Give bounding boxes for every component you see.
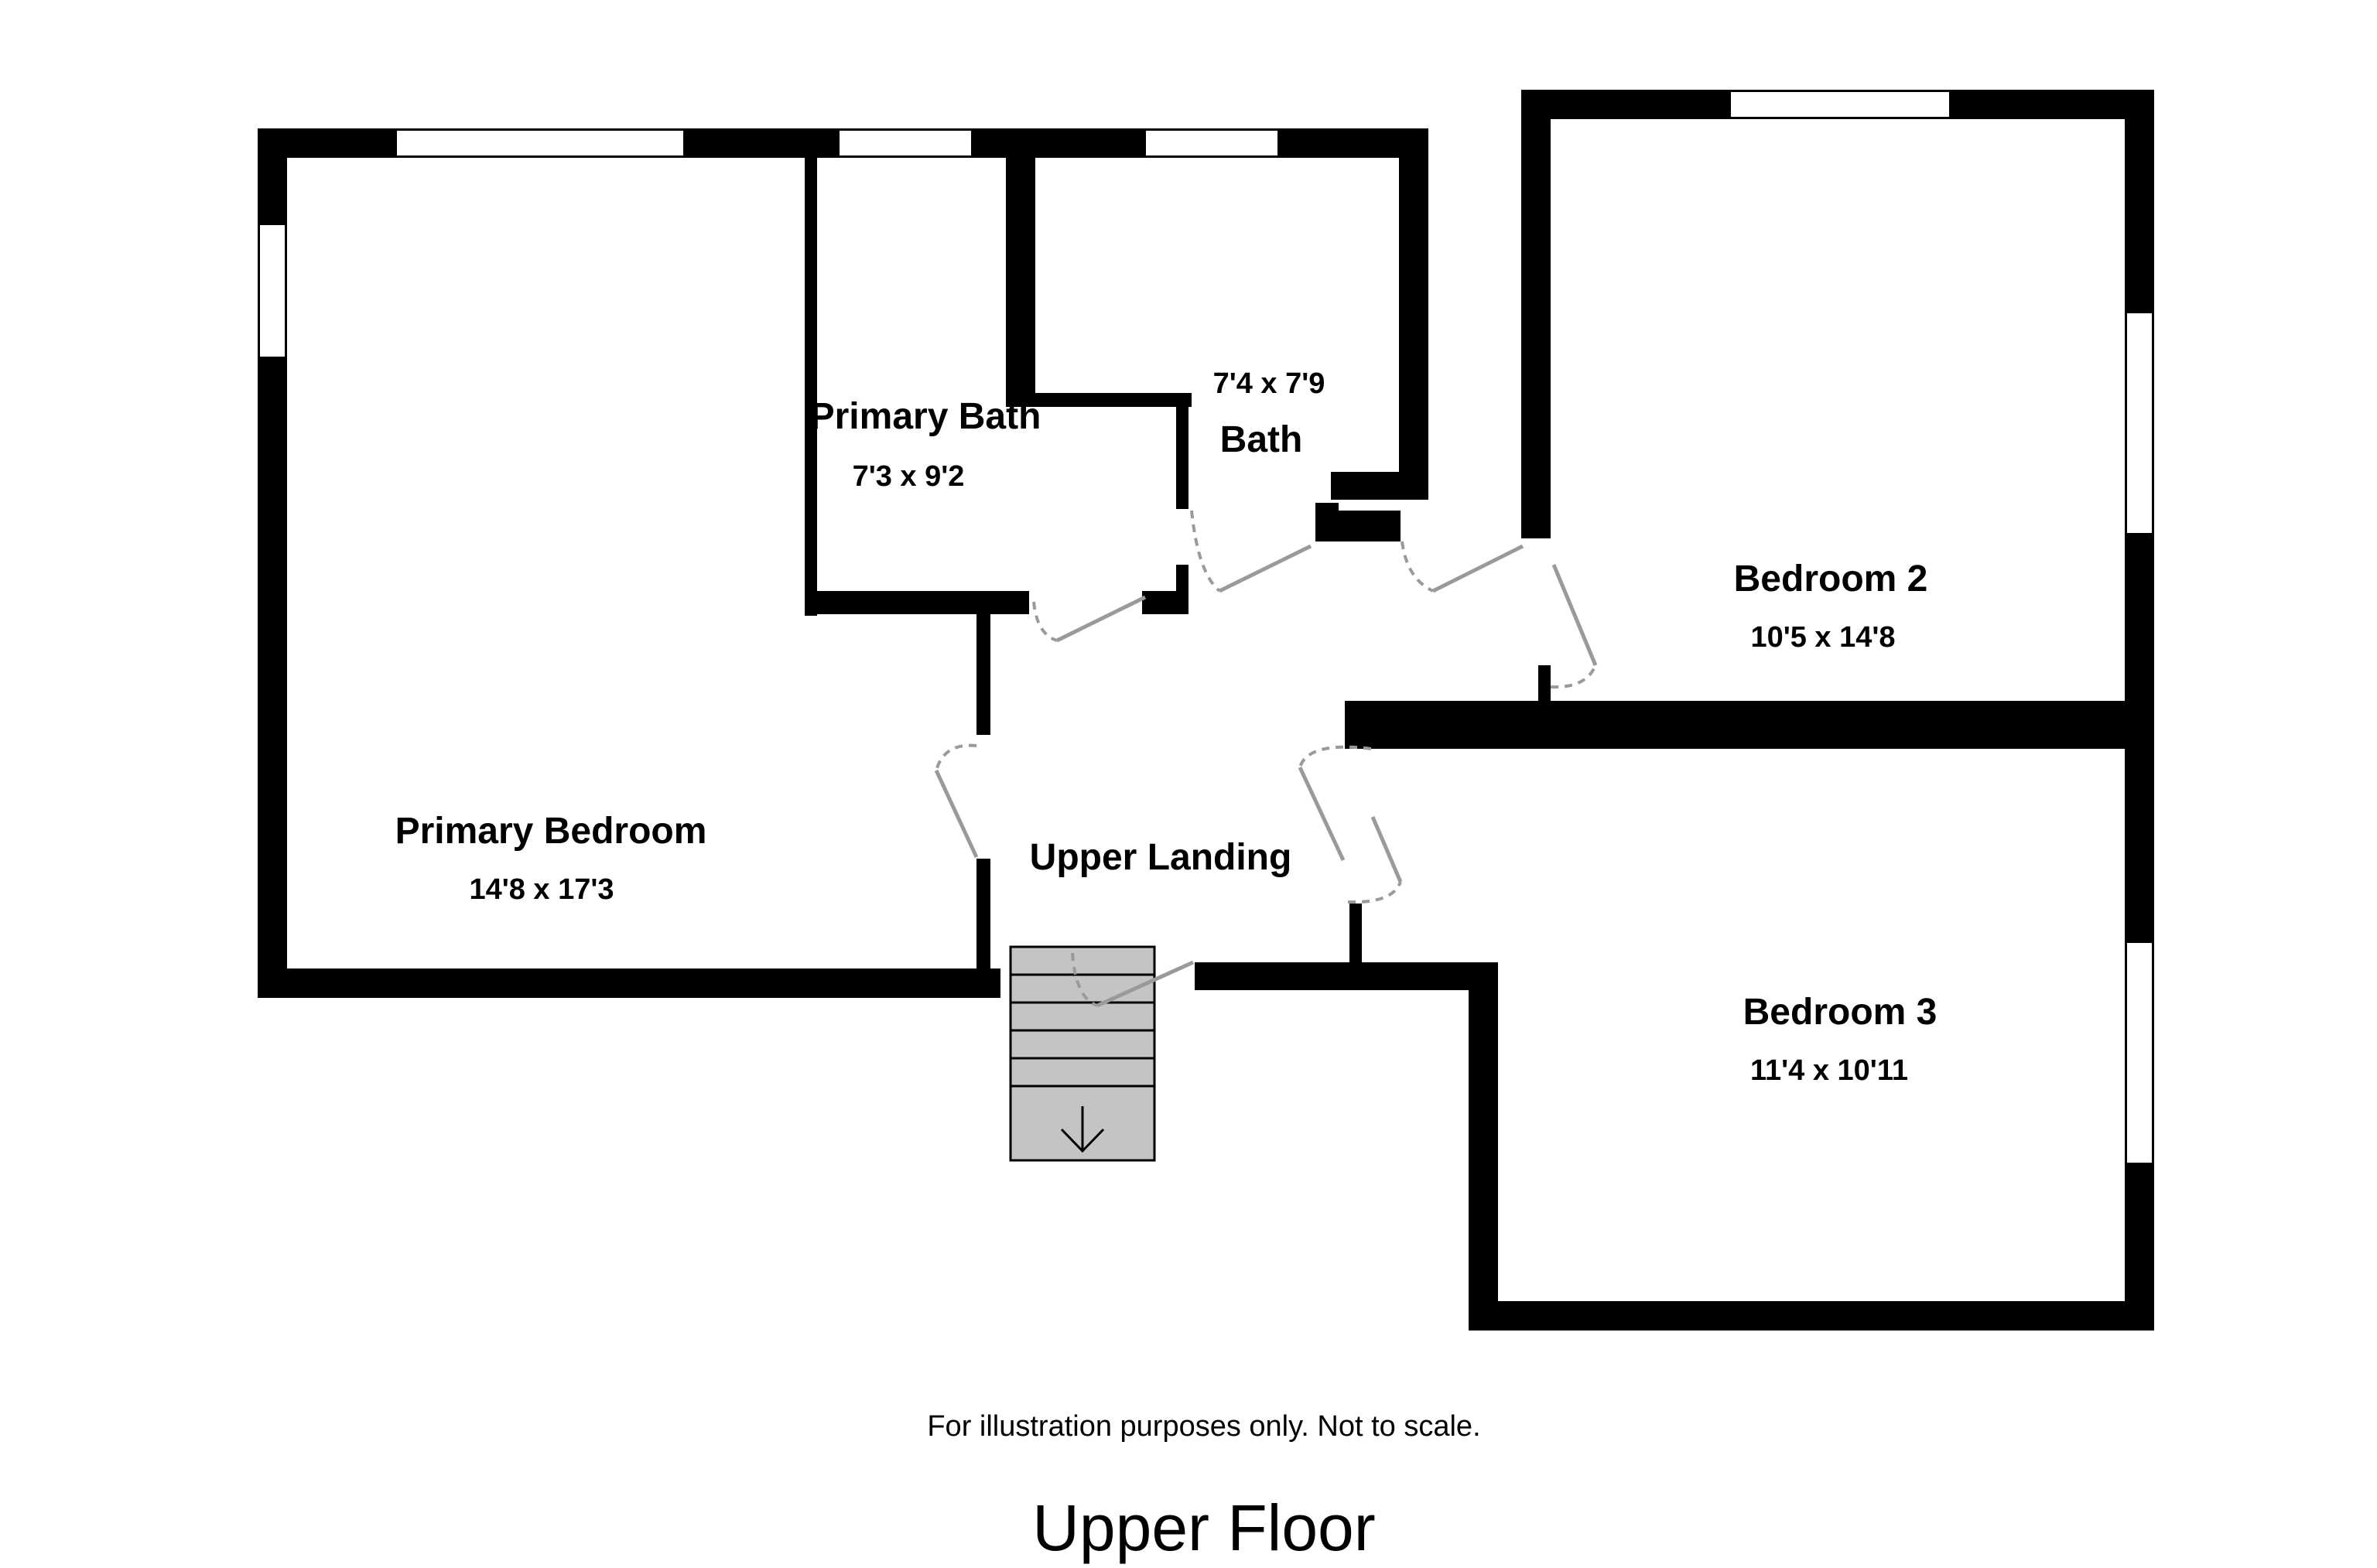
door-bedroom-3-right — [1370, 816, 1403, 883]
wall-bath-south-post — [1315, 503, 1339, 541]
door-swing — [1190, 510, 1221, 593]
window-bedroom2-top — [1729, 91, 1951, 118]
window-bath-top — [1144, 129, 1279, 157]
wall-bedroom2-west-low — [1538, 665, 1551, 712]
wall-bath-divider-upper — [1006, 152, 1035, 399]
wall-primary-bath-west — [805, 152, 817, 616]
stair-step — [1009, 1029, 1156, 1060]
wall-bedroom3-west — [1469, 962, 1498, 1331]
room-label-bath: Bath — [1220, 419, 1303, 460]
wall-bedroom2-west — [1521, 90, 1551, 538]
wall-bedroom2-south — [1345, 701, 2154, 749]
disclaimer: For illustration purposes only. Not to s… — [927, 1410, 1480, 1443]
window-bedroom3-east — [2126, 941, 2153, 1164]
door-swing — [1550, 664, 1597, 689]
wall-primary-bedroom-east-lower — [976, 611, 990, 735]
wall-bath-divider-shelf — [1006, 393, 1192, 407]
bedroom-2-walls — [1345, 90, 2154, 749]
window-primary-bedroom-left — [258, 224, 286, 358]
door-swing — [1032, 601, 1058, 642]
stairs — [1009, 945, 1156, 1162]
room-label-bedroom-2: Bedroom 2 — [1734, 559, 1928, 600]
door-swing — [1347, 881, 1402, 904]
door-swing — [1298, 745, 1372, 768]
room-dims-bath: 7'4 x 7'9 — [1213, 367, 1325, 400]
room-label-primary-bath: Primary Bath — [810, 396, 1041, 437]
stair-step — [1009, 973, 1156, 1004]
room-dims-bedroom-3: 11'4 x 10'11 — [1750, 1054, 1908, 1087]
door-closet — [1431, 544, 1524, 593]
door-primary-bath — [1055, 595, 1147, 643]
room-dims-primary-bath: 7'3 x 9'2 — [853, 460, 965, 493]
door-swing — [935, 743, 977, 771]
stair-step — [1009, 1001, 1156, 1032]
window-bedroom2-east — [2126, 312, 2153, 535]
wall-primary-bath-east — [1176, 393, 1188, 509]
wall-primary-bedroom-east-bottom — [976, 859, 990, 998]
wall-bath-south-stub — [1331, 472, 1428, 500]
wall-bath-east — [1399, 128, 1428, 500]
wall-primary-bath-south — [805, 591, 1029, 614]
room-label-upper-landing: Upper Landing — [1030, 837, 1292, 878]
wall-landing-east-post — [1349, 904, 1362, 965]
stair-step — [1009, 1057, 1156, 1088]
room-dims-bedroom-2: 10'5 x 14'8 — [1750, 621, 1895, 654]
stair-step — [1009, 945, 1156, 976]
door-primary-bedroom — [934, 769, 979, 859]
wall-bottom-primary-bedroom — [258, 968, 1000, 998]
arrow-down-icon — [1060, 1106, 1105, 1153]
wall-primary-bath-east-low — [1176, 565, 1188, 614]
wall-bedroom3-south — [1469, 1301, 2154, 1331]
room-dims-primary-bedroom: 14'8 x 17'3 — [469, 873, 614, 906]
room-label-bedroom-3: Bedroom 3 — [1743, 992, 1938, 1033]
window-primary-bath-top — [838, 129, 973, 157]
door-bath — [1218, 544, 1312, 593]
doors — [934, 510, 1598, 1008]
door-swing — [1401, 541, 1434, 593]
door-bedroom-3 — [1298, 766, 1346, 862]
door-swing — [1071, 952, 1098, 1007]
room-label-primary-bedroom: Primary Bedroom — [395, 811, 707, 852]
door-stairs — [1096, 960, 1195, 1008]
door-bedroom-2 — [1551, 564, 1598, 666]
floor-title: Upper Floor — [1032, 1491, 1376, 1564]
bedroom-3-walls — [1195, 727, 2154, 1331]
window-primary-bedroom-top — [395, 129, 685, 157]
wall-bedroom3-north-west — [1195, 962, 1498, 990]
